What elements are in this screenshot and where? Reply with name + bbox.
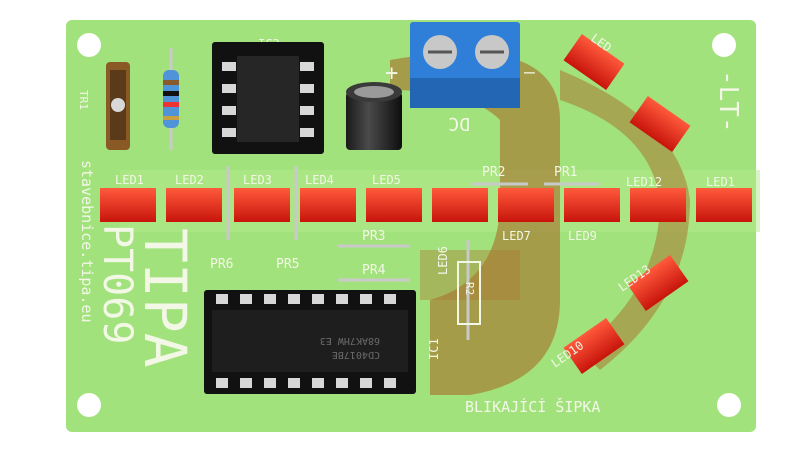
model-label: PT069 bbox=[94, 224, 140, 344]
chip-marking-1: 68AK7HW E3 bbox=[320, 335, 380, 346]
led-upper-right bbox=[629, 95, 691, 153]
website-label: stavebnice.tipa.eu bbox=[78, 160, 96, 323]
svg-text:LED7: LED7 bbox=[502, 229, 531, 243]
led-row: LED1 LED2 LED3 LED4 LED5 LED7 LED9 LED12… bbox=[100, 173, 752, 243]
pr4-label: PR4 bbox=[362, 263, 386, 278]
resistor-r2: R2 bbox=[457, 261, 481, 325]
svg-text:LED5: LED5 bbox=[372, 173, 401, 187]
plus-label: + bbox=[385, 61, 398, 86]
dc-label: DC bbox=[448, 113, 470, 134]
mounting-hole bbox=[712, 33, 736, 57]
svg-text:LED3: LED3 bbox=[243, 173, 272, 187]
svg-text:LED9: LED9 bbox=[568, 229, 597, 243]
board-title: BLIKAJÍCÍ ŠIPKA bbox=[465, 397, 600, 416]
led-right: LED1 bbox=[696, 175, 752, 222]
led-3: LED3 bbox=[234, 173, 290, 222]
chip-ic2: IC2 bbox=[212, 37, 324, 154]
ic1-label: IC1 bbox=[427, 338, 441, 360]
mounting-hole bbox=[77, 393, 101, 417]
minus-label: — bbox=[524, 62, 535, 83]
led-2: LED2 bbox=[166, 173, 222, 222]
r2-label: R2 bbox=[463, 282, 476, 295]
mounting-hole bbox=[717, 393, 741, 417]
svg-text:LED1: LED1 bbox=[706, 175, 735, 189]
pr1-label: PR1 bbox=[554, 165, 577, 180]
svg-text:LED4: LED4 bbox=[305, 173, 334, 187]
led-7: LED7 bbox=[498, 188, 554, 243]
led-13 bbox=[627, 254, 689, 312]
pr2-label: PR2 bbox=[482, 165, 505, 180]
pr5-label: PR5 bbox=[276, 257, 299, 272]
led6-label: LED6 bbox=[436, 246, 450, 275]
trimmer-tr1: TR1 bbox=[77, 62, 130, 150]
svg-text:LED1: LED1 bbox=[115, 173, 144, 187]
led-top bbox=[563, 33, 625, 91]
svg-text:LED2: LED2 bbox=[175, 173, 204, 187]
led-1: LED1 bbox=[100, 173, 156, 222]
led-5: LED5 bbox=[366, 173, 422, 222]
brand-label: TIPA bbox=[131, 228, 199, 368]
dc-terminal-block: DC — bbox=[410, 22, 535, 134]
tr1-label: TR1 bbox=[77, 90, 90, 110]
resistor bbox=[163, 48, 179, 150]
version-mark: -LT- bbox=[713, 70, 743, 133]
pr6-label: PR6 bbox=[210, 257, 233, 272]
led-10 bbox=[563, 317, 625, 375]
chip-ic1: 68AK7HW E3 CD4017BE bbox=[204, 290, 416, 394]
mounting-hole bbox=[77, 33, 101, 57]
led-6 bbox=[432, 188, 488, 222]
led-4: LED4 bbox=[300, 173, 356, 222]
electrolytic-capacitor: + bbox=[346, 61, 402, 150]
pr3-label: PR3 bbox=[362, 229, 385, 244]
chip-marking-2: CD4017BE bbox=[332, 349, 380, 360]
led-9: LED9 bbox=[564, 188, 620, 243]
led-12: LED12 bbox=[626, 175, 686, 222]
svg-text:LED12: LED12 bbox=[626, 175, 662, 189]
